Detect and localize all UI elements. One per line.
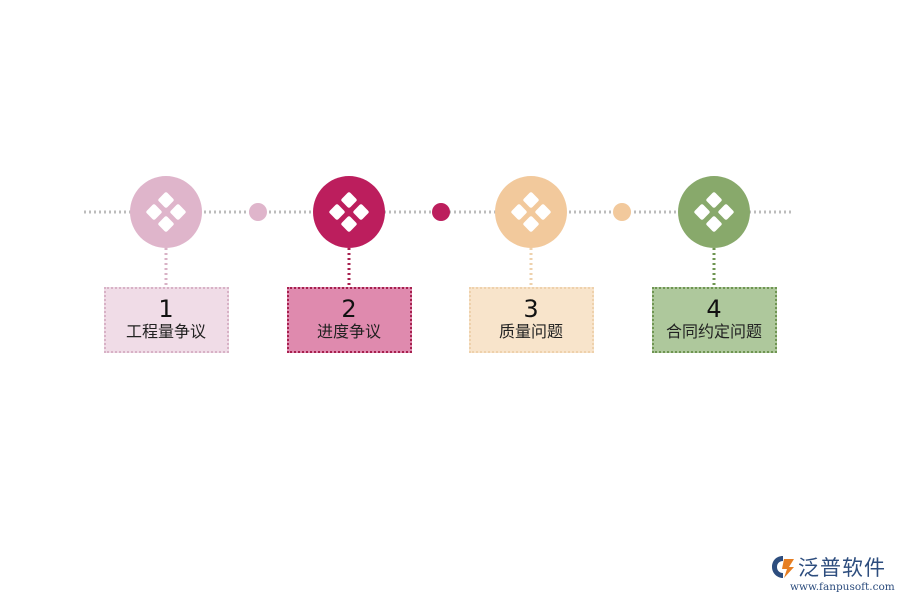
- brand-logo: 泛普软件 www.fanpusoft.com: [770, 552, 895, 596]
- connector-dot-1: [249, 203, 267, 221]
- step-circle-4: [678, 176, 750, 248]
- connector-dot-3: [613, 203, 631, 221]
- step-number: 4: [706, 295, 722, 323]
- diamond-grid-icon: [146, 192, 186, 232]
- diamond-grid-icon: [511, 192, 551, 232]
- step-circle-1: [130, 176, 202, 248]
- logo-url-text: www.fanpusoft.com: [790, 581, 895, 593]
- step-label: 合同约定问题: [665, 322, 762, 341]
- diamond-grid-icon: [329, 192, 369, 232]
- connector-dot-2: [432, 203, 450, 221]
- step-label: 进度争议: [316, 322, 381, 341]
- step-circle-3: [495, 176, 567, 248]
- step-label: 工程量争议: [125, 322, 206, 341]
- step-number: 3: [523, 295, 539, 323]
- step-circle-2: [313, 176, 385, 248]
- diamond-grid-icon: [694, 192, 734, 232]
- step-number: 1: [158, 295, 174, 323]
- logo-brand-text: 泛普软件: [798, 556, 886, 580]
- step-label: 质量问题: [498, 322, 563, 341]
- step-number: 2: [341, 295, 357, 323]
- logo-mark-icon: [772, 556, 794, 578]
